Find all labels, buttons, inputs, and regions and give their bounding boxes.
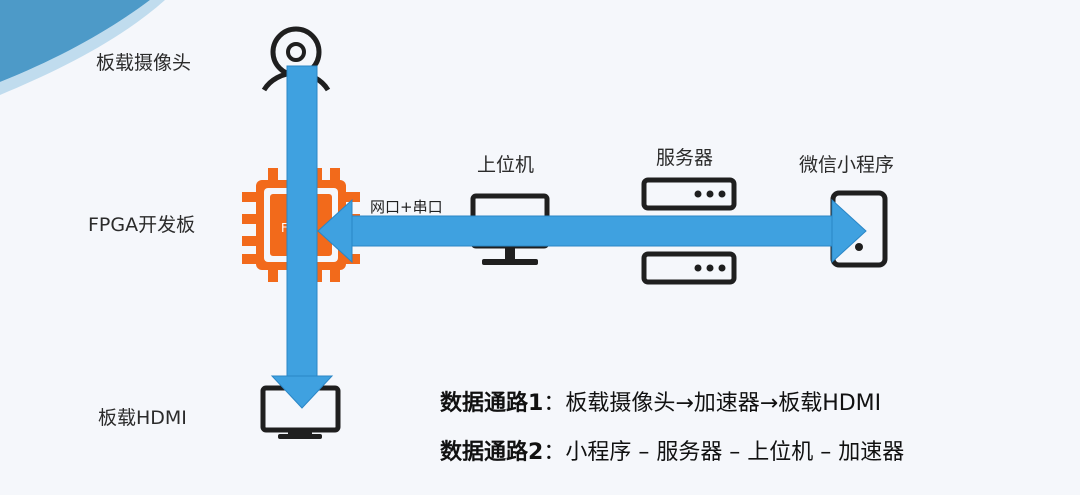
data-path-1-desc: 板载摄像头→加速器→板载HDMI xyxy=(565,391,882,416)
data-path-1: 数据通路1：板载摄像头→加速器→板载HDMI xyxy=(440,385,881,417)
hdmi-label: 板载HDMI xyxy=(98,407,187,429)
server-icon xyxy=(641,177,737,285)
camera-label: 板载摄像头 xyxy=(96,52,192,74)
data-path-1-sep: ： xyxy=(543,391,566,416)
data-path-2-desc: 小程序 – 服务器 – 上位机 – 加速器 xyxy=(565,440,905,465)
host-label: 上位机 xyxy=(477,154,535,176)
link-label: 网口+串口 xyxy=(370,198,443,216)
data-path-1-title: 数据通路1 xyxy=(440,391,544,416)
miniapp-label: 微信小程序 xyxy=(799,154,895,176)
horizontal-double-arrow xyxy=(317,198,867,264)
server-label: 服务器 xyxy=(656,147,714,169)
vertical-arrow xyxy=(270,65,334,409)
data-path-2-sep: ： xyxy=(543,440,566,465)
fpga-chip-text: F xyxy=(281,221,288,235)
data-path-2-title: 数据通路2 xyxy=(440,440,544,465)
data-path-2: 数据通路2：小程序 – 服务器 – 上位机 – 加速器 xyxy=(440,434,904,466)
corner-decoration xyxy=(0,0,165,95)
fpga-label: FPGA开发板 xyxy=(88,214,196,236)
